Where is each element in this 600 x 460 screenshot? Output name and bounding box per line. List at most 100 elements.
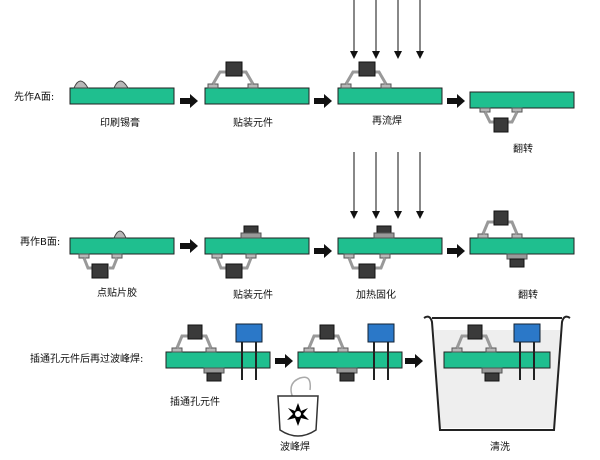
solder-paste-bump: [113, 80, 129, 89]
step-label: 插通孔元件: [170, 395, 220, 408]
pcb-board: [69, 87, 175, 105]
pad: [451, 347, 463, 353]
arrow-right: [447, 94, 465, 108]
component-lead: [481, 220, 494, 235]
pad: [111, 253, 123, 259]
step-flip-board: 翻转: [469, 91, 575, 155]
pad: [171, 347, 183, 353]
through-hole-component: [367, 323, 395, 343]
component-lead: [347, 257, 359, 270]
component-lead: [483, 111, 494, 124]
step-place-components-b: 贴装元件: [204, 225, 310, 301]
pad: [479, 107, 491, 113]
step-label: 再流焊: [372, 114, 402, 127]
step-label: 波峰焊: [280, 440, 310, 453]
smd-component: [493, 210, 509, 226]
arrow-right: [405, 354, 423, 368]
pcb-board: [69, 237, 175, 255]
component-lead: [307, 334, 320, 349]
pad: [245, 253, 257, 259]
smd-chip: [206, 372, 222, 382]
pad: [485, 347, 497, 353]
component-lead: [82, 257, 92, 270]
smd-component: [91, 263, 109, 279]
step-label: 印刷锡膏: [100, 116, 140, 129]
smd-component: [493, 117, 509, 133]
pad: [205, 347, 217, 353]
step-label: 翻转: [518, 288, 538, 301]
pad: [477, 233, 489, 239]
arrow-right: [180, 239, 198, 253]
pad: [506, 253, 528, 260]
step-label: 贴装元件: [233, 288, 273, 301]
pad: [511, 233, 523, 239]
smd-component: [319, 324, 335, 340]
smd-component: [225, 263, 243, 279]
component-lead: [455, 334, 468, 349]
smd-chip: [509, 258, 525, 268]
smd-component: [187, 324, 203, 340]
component-lead: [109, 257, 119, 270]
component-lead: [508, 111, 519, 124]
arrow-right: [314, 94, 332, 108]
arrow-right: [180, 94, 198, 108]
pad: [247, 83, 259, 89]
step-label: 清洗: [490, 440, 510, 453]
row3-label: 插通孔元件后再过波峰焊:: [30, 352, 143, 365]
step-wave-soldering: 波峰焊: [277, 323, 403, 453]
cleaning-tank: [423, 315, 571, 431]
component-lead: [215, 257, 226, 270]
pcb-board: [337, 237, 443, 255]
smd-chip: [339, 372, 355, 382]
smd-component: [225, 61, 243, 77]
pad: [373, 232, 395, 239]
step-cleaning: 清洗: [423, 315, 571, 453]
solder-wave-core: [295, 411, 301, 417]
step-insert-through-hole: 插通孔元件: [165, 323, 271, 408]
pad: [207, 83, 219, 89]
step-label: 贴装元件: [233, 116, 273, 129]
component-lead: [375, 257, 387, 270]
pcb-board: [204, 87, 310, 105]
pcb-board: [204, 237, 310, 255]
pcb-board: [297, 351, 403, 369]
step-reflow-soldering: 再流焊: [337, 0, 443, 127]
step-print-solder-paste: 印刷锡膏: [69, 80, 175, 129]
smd-component: [358, 61, 376, 77]
pcb-board: [469, 237, 575, 255]
step-flip-board-b: 翻转: [469, 210, 575, 301]
step-label: 翻转: [513, 142, 533, 155]
row2-label: 再作B面:: [20, 236, 60, 248]
pcb-board: [337, 87, 443, 105]
pcb-board: [165, 351, 271, 369]
pad: [240, 232, 262, 239]
pad: [336, 367, 358, 374]
pad: [379, 253, 391, 259]
pad: [337, 347, 349, 353]
pad: [481, 367, 503, 374]
smd-component: [467, 324, 483, 340]
component-lead: [211, 70, 226, 85]
pad: [203, 367, 225, 374]
arrow-right: [447, 244, 465, 258]
arrow-right: [275, 354, 293, 368]
through-hole-component: [235, 323, 263, 343]
pad: [343, 253, 355, 259]
step-label: 加热固化: [356, 288, 396, 301]
pad: [340, 83, 352, 89]
step-dispense-adhesive: 点贴片胶: [69, 230, 175, 299]
pad: [511, 107, 523, 113]
smd-chip: [484, 372, 500, 382]
arrow-right: [314, 244, 332, 258]
step-label: 点贴片胶: [97, 286, 137, 299]
pad: [211, 253, 223, 259]
step-place-components: 贴装元件: [204, 61, 310, 129]
pcb-board: [469, 91, 575, 109]
pad: [303, 347, 315, 353]
component-lead: [344, 70, 359, 85]
pad: [380, 83, 392, 89]
through-hole-component: [513, 323, 541, 343]
adhesive-dot: [113, 230, 127, 239]
component-lead: [242, 257, 253, 270]
